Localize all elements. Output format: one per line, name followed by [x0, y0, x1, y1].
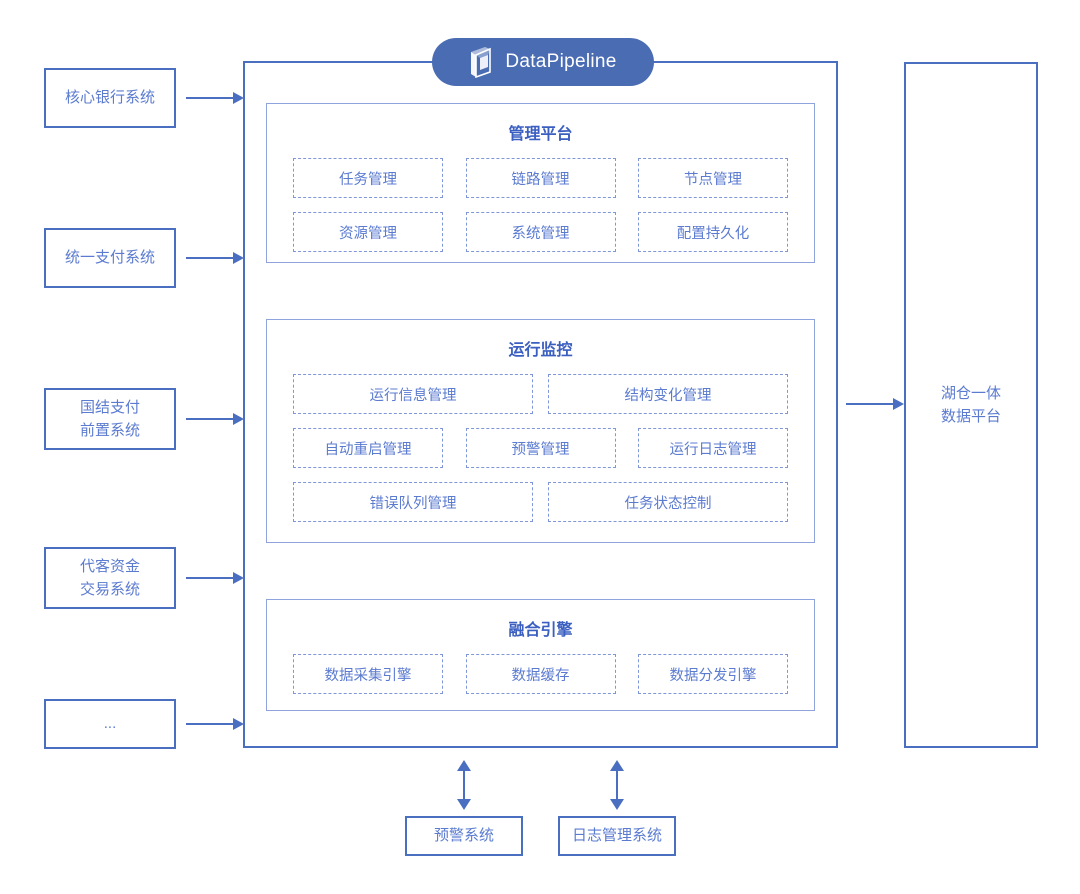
source-label-2: 交易系统 [79, 581, 140, 598]
source-box-1[interactable]: 统一支付系统 [44, 228, 176, 288]
section-row: 任务管理 链路管理 节点管理 [267, 158, 814, 198]
source-label-2: 前置系统 [79, 422, 140, 439]
datapipeline-cube-logo-icon [471, 47, 492, 78]
source-label: ... [103, 715, 117, 733]
section-fusion-engine: 融合引擎 数据采集引擎 数据缓存 数据分发引擎 [266, 599, 815, 711]
section-management-platform: 管理平台 任务管理 链路管理 节点管理 资源管理 系统管理 配置持久化 [266, 103, 815, 263]
bottom-box-label: 预警系统 [433, 827, 494, 845]
source-arrow-3 [186, 572, 244, 584]
platform-label: 湖仓一体 [940, 384, 1001, 402]
source-label: 代客资金 [79, 557, 140, 575]
source-arrow-1 [186, 252, 244, 264]
section-row: 错误队列管理 任务状态控制 [267, 482, 814, 522]
arrow-head-icon [233, 413, 244, 425]
arrow-head-icon [233, 572, 244, 584]
arrow-head-down-icon [610, 799, 624, 810]
bidirectional-arrow-log [610, 760, 624, 810]
arrow-head-icon [893, 398, 904, 410]
arrow-shaft [186, 723, 233, 725]
bottom-box-alert-system[interactable]: 预警系统 [405, 816, 523, 856]
source-arrow-4 [186, 718, 244, 730]
source-arrow-2 [186, 413, 244, 425]
module-task-state-control[interactable]: 任务状态控制 [548, 482, 788, 522]
module-schema-change-management[interactable]: 结构变化管理 [548, 374, 788, 414]
arrow-shaft [186, 257, 233, 259]
module-link-management[interactable]: 链路管理 [465, 158, 616, 198]
module-task-management[interactable]: 任务管理 [293, 158, 443, 198]
module-error-queue-management[interactable]: 错误队列管理 [293, 482, 533, 522]
source-label: 统一支付系统 [64, 249, 155, 267]
section-title: 融合引擎 [508, 622, 573, 639]
module-runtime-info-management[interactable]: 运行信息管理 [293, 374, 533, 414]
arrow-shaft [616, 771, 618, 799]
source-box-2[interactable]: 国结支付 前置系统 [44, 388, 176, 450]
arrow-shaft [463, 771, 465, 799]
datapipeline-container: 管理平台 任务管理 链路管理 节点管理 资源管理 系统管理 配置持久化 运行监控… [243, 61, 838, 748]
source-label: 国结支付 [79, 398, 140, 416]
section-runtime-monitoring: 运行监控 运行信息管理 结构变化管理 自动重启管理 预警管理 运行日志管理 错误… [266, 319, 815, 543]
module-system-management[interactable]: 系统管理 [465, 212, 616, 252]
arrow-head-down-icon [457, 799, 471, 810]
arrow-shaft [846, 403, 893, 405]
module-resource-management[interactable]: 资源管理 [293, 212, 443, 252]
bidirectional-arrow-alert [457, 760, 471, 810]
bottom-box-label: 日志管理系统 [571, 827, 662, 845]
module-data-cache[interactable]: 数据缓存 [465, 654, 616, 694]
logo-text: DataPipeline [505, 51, 617, 72]
section-row: 数据采集引擎 数据缓存 数据分发引擎 [267, 654, 814, 694]
module-data-distribution-engine[interactable]: 数据分发引擎 [638, 654, 788, 694]
module-auto-restart-management[interactable]: 自动重启管理 [293, 428, 443, 468]
section-row: 资源管理 系统管理 配置持久化 [267, 212, 814, 252]
module-data-collection-engine[interactable]: 数据采集引擎 [293, 654, 443, 694]
arrow-shaft [186, 577, 233, 579]
datapipeline-logo-badge: DataPipeline [432, 38, 654, 86]
source-arrow-0 [186, 92, 244, 104]
section-row: 自动重启管理 预警管理 运行日志管理 [267, 428, 814, 468]
arrow-head-icon [233, 718, 244, 730]
section-title: 管理平台 [508, 126, 573, 143]
section-row: 运行信息管理 结构变化管理 [267, 374, 814, 414]
module-alert-management[interactable]: 预警管理 [465, 428, 616, 468]
bottom-box-log-system[interactable]: 日志管理系统 [558, 816, 676, 856]
module-config-persistence[interactable]: 配置持久化 [638, 212, 788, 252]
arrow-shaft [186, 97, 233, 99]
arrow-shaft [186, 418, 233, 420]
source-box-4[interactable]: ... [44, 699, 176, 749]
source-box-0[interactable]: 核心银行系统 [44, 68, 176, 128]
output-arrow [846, 398, 904, 410]
arrow-head-icon [233, 92, 244, 104]
section-title: 运行监控 [508, 342, 573, 359]
target-data-platform[interactable]: 湖仓一体 数据平台 [904, 62, 1038, 748]
module-runtime-log-management[interactable]: 运行日志管理 [638, 428, 788, 468]
module-node-management[interactable]: 节点管理 [638, 158, 788, 198]
arrow-head-up-icon [457, 760, 471, 771]
source-box-3[interactable]: 代客资金 交易系统 [44, 547, 176, 609]
source-label: 核心银行系统 [64, 89, 155, 107]
arrow-head-icon [233, 252, 244, 264]
platform-label-2: 数据平台 [940, 408, 1001, 425]
arrow-head-up-icon [610, 760, 624, 771]
